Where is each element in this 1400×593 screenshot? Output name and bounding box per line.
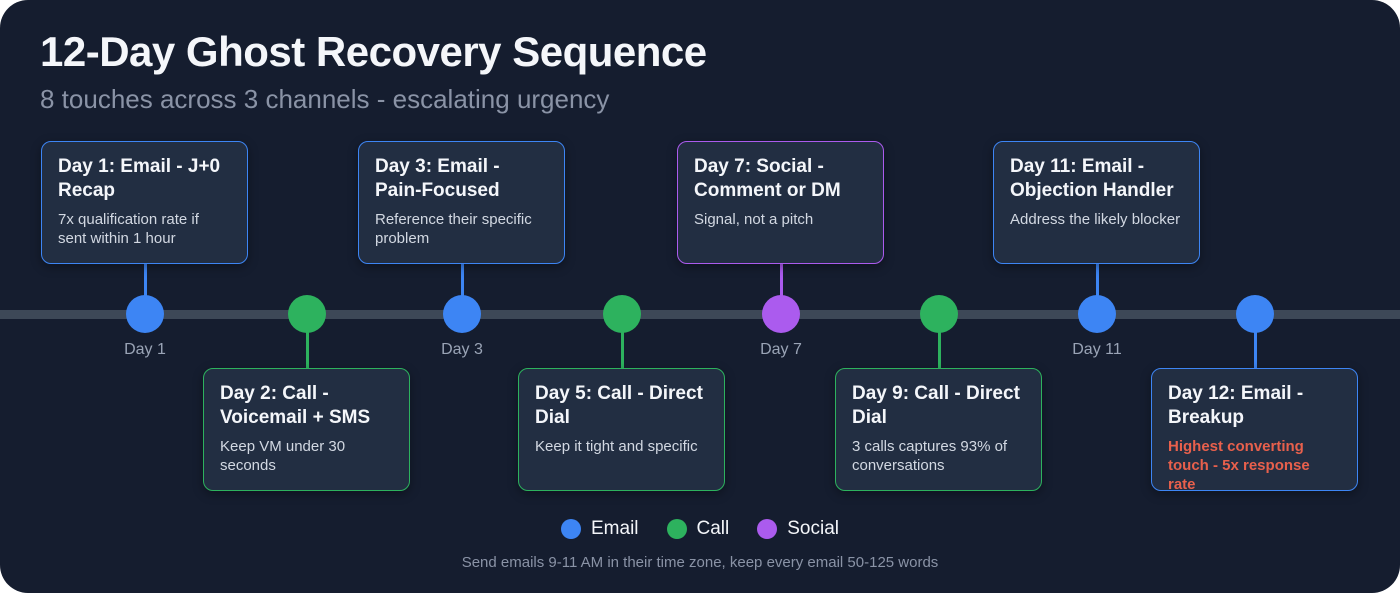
call-dot-icon	[666, 519, 687, 539]
card-day-11: Day 11: Email - Objection Handler Addres…	[993, 141, 1200, 264]
legend-label-social: Social	[787, 518, 839, 539]
card-day-11-title: Day 11: Email - Objection Handler	[1010, 156, 1174, 201]
timeline-node-day-12	[1236, 295, 1274, 333]
card-day-3: Day 3: Email - Pain-Focused Reference th…	[358, 141, 565, 264]
connector-day-7	[779, 262, 783, 315]
card-day-1-title: Day 1: Email - J+0 Recap	[58, 156, 221, 201]
card-day-11-note: Address the likely blocker	[1010, 210, 1181, 228]
axis-label-day-11: Day 11	[1072, 341, 1122, 358]
legend-item-social: Social	[757, 518, 839, 540]
card-day-5-title: Day 5: Call - Direct Dial	[535, 383, 703, 428]
card-day-2: Day 2: Call - Voicemail + SMS Keep VM un…	[203, 368, 410, 491]
timeline-node-day-9	[920, 295, 958, 333]
card-day-3-note: Reference their specific problem	[375, 210, 532, 248]
page-title: 12-Day Ghost Recovery Sequence	[40, 28, 707, 75]
legend-item-call: Call	[666, 518, 730, 540]
card-day-7-title: Day 7: Social - Comment or DM	[694, 156, 841, 201]
card-day-9: Day 9: Call - Direct Dial 3 calls captur…	[835, 368, 1042, 491]
axis-label-day-7: Day 7	[760, 341, 802, 358]
email-dot-icon	[561, 519, 581, 539]
legend-label-call: Call	[696, 518, 730, 539]
axis-label-day-1: Day 1	[124, 341, 166, 358]
legend: Email Call Social	[0, 518, 1400, 540]
connector-day-11	[1095, 262, 1099, 315]
connector-day-3	[460, 262, 464, 315]
card-day-1-note: 7x qualification rate if sent within 1 h…	[58, 210, 199, 248]
card-day-9-note: 3 calls captures 93% of conversations	[852, 437, 1008, 475]
social-dot-icon	[757, 519, 778, 539]
card-day-12-note: Highest converting touch - 5x response r…	[1168, 437, 1310, 494]
timeline-bar	[0, 310, 1400, 319]
timeline-node-day-3	[443, 295, 481, 333]
card-day-2-title: Day 2: Call - Voicemail + SMS	[220, 383, 371, 428]
footer-note: Send emails 9-11 AM in their time zone, …	[461, 554, 939, 571]
connector-day-5	[620, 314, 624, 369]
connector-day-12	[1253, 314, 1257, 369]
timeline-node-day-11	[1078, 295, 1116, 333]
card-day-9-title: Day 9: Call - Direct Dial	[852, 383, 1020, 428]
card-day-3-title: Day 3: Email - Pain-Focused	[375, 156, 500, 201]
card-day-2-note: Keep VM under 30 seconds	[220, 437, 346, 475]
page-subtitle: 8 touches across 3 channels - escalating…	[40, 84, 610, 115]
timeline-node-day-2	[288, 295, 326, 333]
legend-item-email: Email	[561, 518, 639, 540]
timeline-node-day-5	[603, 295, 641, 333]
header: 12-Day Ghost Recovery Sequence 8 touches…	[40, 28, 707, 115]
legend-label-email: Email	[591, 518, 639, 539]
card-day-12: Day 12: Email - Breakup Highest converti…	[1151, 368, 1358, 493]
connector-day-9	[937, 314, 941, 369]
card-day-5-note: Keep it tight and specific	[535, 437, 698, 455]
timeline-node-day-7	[762, 295, 800, 333]
card-day-1: Day 1: Email - J+0 Recap 7x qualificatio…	[41, 141, 248, 264]
connector-day-1	[143, 262, 147, 315]
card-day-7: Day 7: Social - Comment or DM Signal, no…	[677, 141, 884, 264]
axis-label-day-3: Day 3	[441, 341, 483, 358]
card-day-12-title: Day 12: Email - Breakup	[1168, 383, 1304, 428]
card-day-7-note: Signal, not a pitch	[694, 210, 814, 228]
timeline-node-day-1	[126, 295, 164, 333]
card-day-5: Day 5: Call - Direct Dial Keep it tight …	[518, 368, 725, 491]
connector-day-2	[305, 314, 309, 369]
